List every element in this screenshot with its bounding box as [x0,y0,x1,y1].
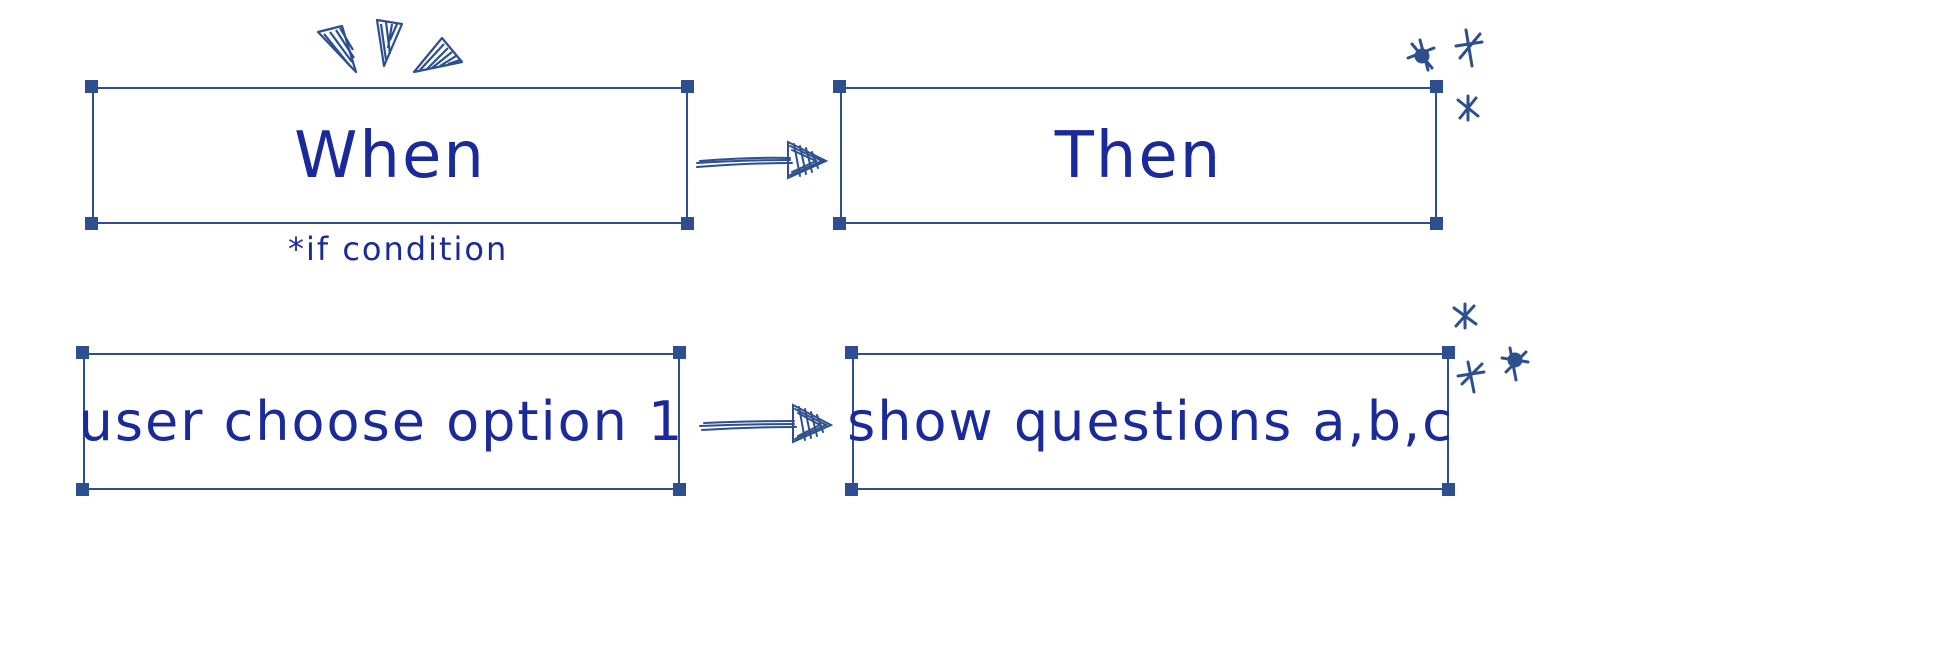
user-choice-handle-tr[interactable] [673,346,686,359]
show-questions-handle-bl[interactable] [845,483,858,496]
show-questions-handle-tl[interactable] [845,346,858,359]
when-box[interactable]: When [92,87,688,224]
if-condition-note: *if condition [288,230,509,268]
when-handle-bl[interactable] [85,217,98,230]
then-label: Then [1054,118,1223,193]
show-questions-handle-br[interactable] [1442,483,1455,496]
then-handle-br[interactable] [1430,217,1443,230]
when-handle-br[interactable] [681,217,694,230]
arrow-choice-to-questions [699,403,834,444]
user-choice-handle-br[interactable] [673,483,686,496]
show-questions-handle-tr[interactable] [1442,346,1455,359]
user-choice-handle-tl[interactable] [76,346,89,359]
when-label: When [294,118,486,193]
user-choice-label: user choose option 1 [78,390,685,453]
when-handle-tr[interactable] [681,80,694,93]
user-choice-box[interactable]: user choose option 1 [79,353,682,490]
triangle-accents [316,18,464,74]
then-handle-bl[interactable] [833,217,846,230]
star-accents-bottom [1452,302,1530,394]
user-choice-handle-bl[interactable] [76,483,89,496]
then-handle-tr[interactable] [1430,80,1443,93]
show-questions-box[interactable]: show questions a,b,c [847,353,1452,490]
show-questions-label: show questions a,b,c [847,390,1454,453]
arrow-when-to-then [696,140,829,180]
then-box[interactable]: Then [840,87,1437,224]
then-handle-tl[interactable] [833,80,846,93]
when-handle-tl[interactable] [85,80,98,93]
